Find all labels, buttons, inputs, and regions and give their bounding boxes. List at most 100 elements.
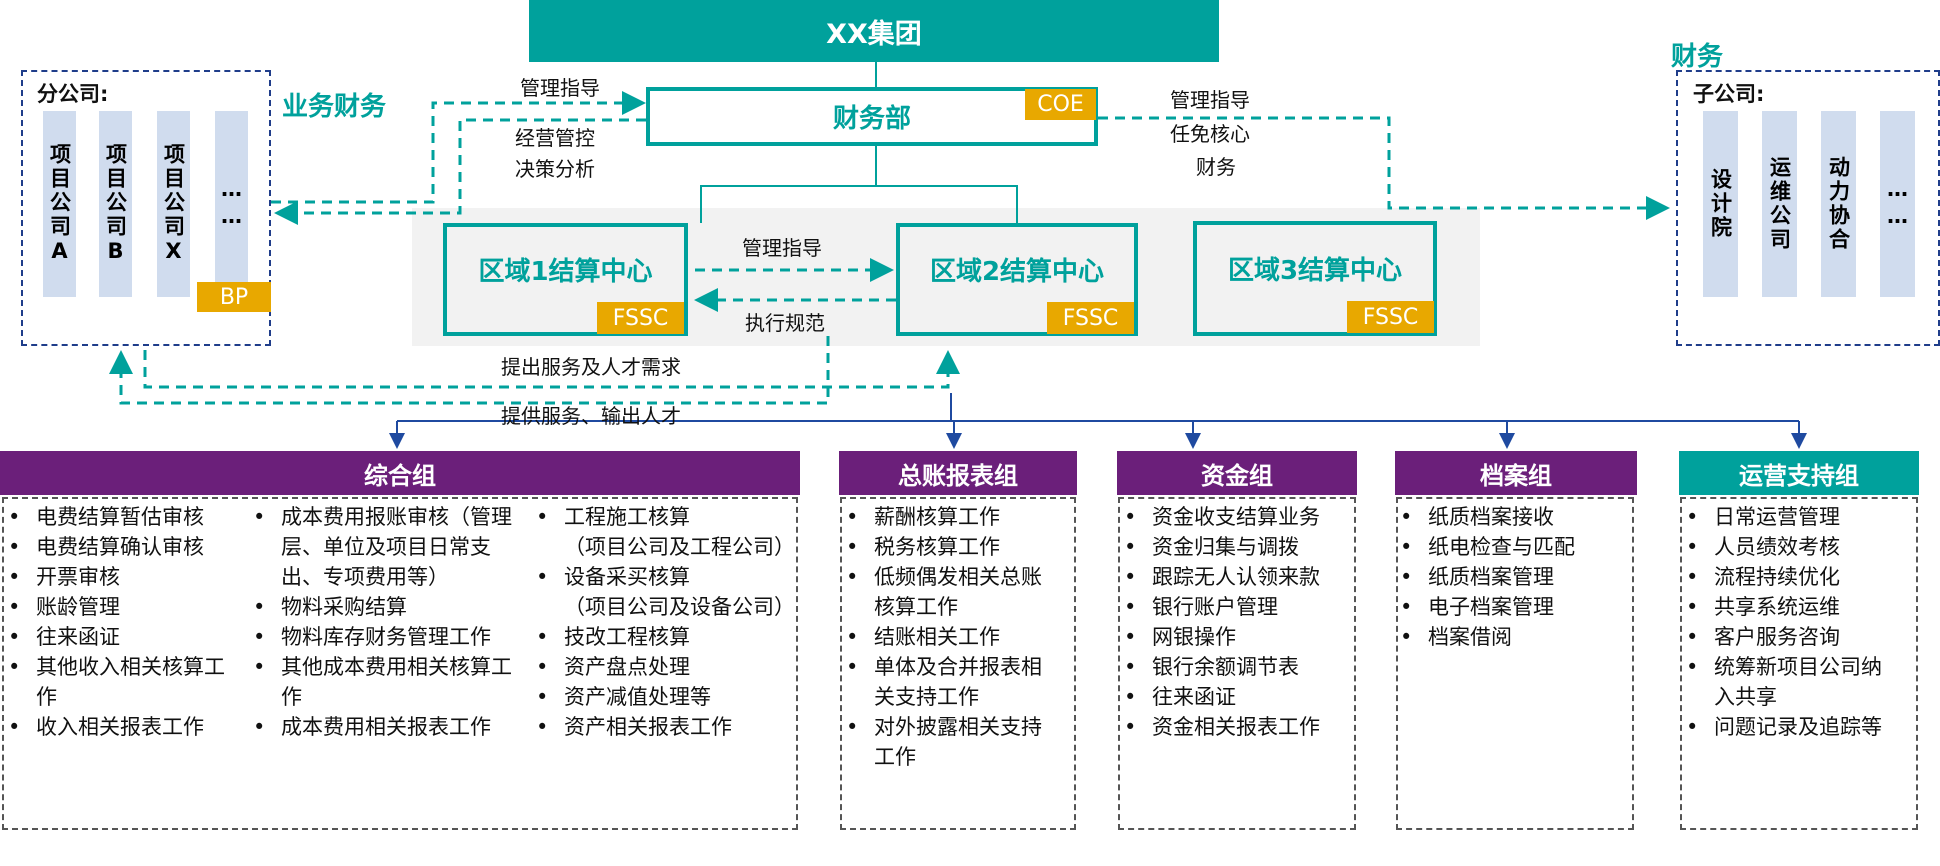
ops-group-header: 运营支持组 [1679,451,1919,495]
archive-group-content [1396,497,1634,830]
list-item: 日常运营管理 [1686,502,1886,532]
right-appoint-label-2: 财务 [1196,155,1236,179]
branch-column-more: …… [215,111,248,297]
ops-list: 日常运营管理人员绩效考核流程持续优化共享系统运维客户服务咨询统筹新项目公司纳入共… [1686,502,1886,742]
group-title: XX集团 [826,18,922,50]
list-item: 结账相关工作 [846,622,1046,652]
list-item: 资金收支结算业务 [1124,502,1324,532]
list-item: 流程持续优化 [1686,562,1886,592]
list-item: 电费结算暂估审核 [8,502,226,532]
list-item: 客户服务咨询 [1686,622,1886,652]
list-item: 资金归集与调拨 [1124,532,1324,562]
region-2-fssc-tag: FSSC [1047,302,1134,334]
list-item: 设备采买核算 （项目公司及设备公司） [536,562,800,622]
subsidiary-column-design: 设计院 [1703,111,1738,297]
list-item: 薪酬核算工作 [846,502,1046,532]
subsidiary-heading: 子公司: [1693,82,1765,106]
right-guide-label: 管理指导 [1170,88,1250,112]
list-item: 成本费用相关报表工作 [253,712,515,742]
demand-arrow [143,350,960,389]
branch-column-a: 项目公司A [43,111,76,297]
control-arrow-left [274,118,646,225]
mid-guide-label: 管理指导 [742,236,822,260]
branch-column-b: 项目公司B [99,111,132,297]
list-item: 成本费用报账审核（管理层、单位及项目日常支出、专项费用等） [253,502,515,592]
list-item: 电子档案管理 [1400,592,1630,622]
list-item: 往来函证 [8,622,226,652]
list-item: 跟踪无人认领来款 [1124,562,1324,592]
bp-tag: BP [197,282,271,312]
coe-tag: COE [1025,89,1096,120]
subsidiary-column-more: …… [1880,111,1915,297]
list-item: 资产减值处理等 [536,682,800,712]
general-col3-list: 工程施工核算 （项目公司及工程公司）设备采买核算 （项目公司及设备公司）技改工程… [536,502,800,742]
fund-list: 资金收支结算业务资金归集与调拨跟踪无人认领来款银行账户管理网银操作银行余额调节表… [1124,502,1324,742]
general-col1-list: 电费结算暂估审核电费结算确认审核开票审核账龄管理往来函证其他收入相关核算工作收入… [8,502,226,742]
supply-label: 提供服务、输出人才 [501,404,681,428]
list-item: 银行余额调节表 [1124,652,1324,682]
ledger-group-header: 总账报表组 [839,451,1077,495]
list-item: 纸质档案管理 [1400,562,1630,592]
archive-group-header: 档案组 [1395,451,1637,495]
left-control-label-2: 决策分析 [515,157,595,181]
general-col2-list: 成本费用报账审核（管理层、单位及项目日常支出、专项费用等）物料采购结算物料库存财… [253,502,515,742]
list-item: 对外披露相关支持工作 [846,712,1046,772]
left-guide-label: 管理指导 [520,76,600,100]
ledger-group-content [840,497,1076,830]
list-item: 银行账户管理 [1124,592,1324,622]
guide-arrow-left [271,91,646,204]
list-item: 问题记录及追踪等 [1686,712,1886,742]
list-item: 网银操作 [1124,622,1324,652]
subsidiary-column-power: 动力协合 [1821,111,1856,297]
business-finance-label: 业务财务 [282,92,387,122]
appoint-arrow-right [1098,116,1670,220]
list-item: 资产盘点处理 [536,652,800,682]
list-item: 物料库存财务管理工作 [253,622,515,652]
group-header: XX集团 [529,0,1219,62]
fund-group-header: 资金组 [1117,451,1357,495]
list-item: 统筹新项目公司纳入共享 [1686,652,1886,712]
list-item: 纸电检查与匹配 [1400,532,1630,562]
list-item: 资产相关报表工作 [536,712,800,742]
list-item: 收入相关报表工作 [8,712,226,742]
list-item: 资金相关报表工作 [1124,712,1324,742]
list-item: 单体及合并报表相关支持工作 [846,652,1046,712]
list-item: 技改工程核算 [536,622,800,652]
ops-group-content [1680,497,1918,830]
demand-label: 提出服务及人才需求 [501,355,681,379]
list-item: 纸质档案接收 [1400,502,1630,532]
list-item: 税务核算工作 [846,532,1046,562]
list-item: 往来函证 [1124,682,1324,712]
list-item: 人员绩效考核 [1686,532,1886,562]
list-item: 其他成本费用相关核算工作 [253,652,515,712]
finance-label: 财务 [1671,42,1724,72]
right-appoint-label-1: 任免核心 [1170,122,1250,146]
branch-column-x: 项目公司X [157,111,190,297]
finance-dept-title: 财务部 [832,104,911,134]
subsidiary-column-ops: 运维公司 [1762,111,1797,297]
left-control-label-1: 经营管控 [515,126,595,150]
list-item: 工程施工核算 （项目公司及工程公司） [536,502,800,562]
list-item: 电费结算确认审核 [8,532,226,562]
region-1-fssc-tag: FSSC [597,302,684,334]
region-3-fssc-tag: FSSC [1347,301,1434,333]
supply-arrow [109,336,830,405]
list-item: 开票审核 [8,562,226,592]
list-item: 共享系统运维 [1686,592,1886,622]
fund-group-content [1118,497,1356,830]
finance-dept-box: 财务部 [646,87,1098,146]
region-2-title: 区域2结算中心 [929,257,1105,287]
branch-company-box [21,70,271,346]
archive-list: 纸质档案接收纸电检查与匹配纸质档案管理电子档案管理档案借阅 [1400,502,1630,652]
list-item: 账龄管理 [8,592,226,622]
region-3-title: 区域3结算中心 [1227,256,1403,286]
ledger-list: 薪酬核算工作税务核算工作低频偶发相关总账核算工作结账相关工作单体及合并报表相关支… [846,502,1046,772]
list-item: 物料采购结算 [253,592,515,622]
list-item: 档案借阅 [1400,622,1630,652]
subsidiary-box [1676,70,1940,346]
branch-heading: 分公司: [37,82,109,106]
region-1-title: 区域1结算中心 [478,257,653,287]
mid-exec-label: 执行规范 [745,311,825,335]
list-item: 其他收入相关核算工作 [8,652,226,712]
